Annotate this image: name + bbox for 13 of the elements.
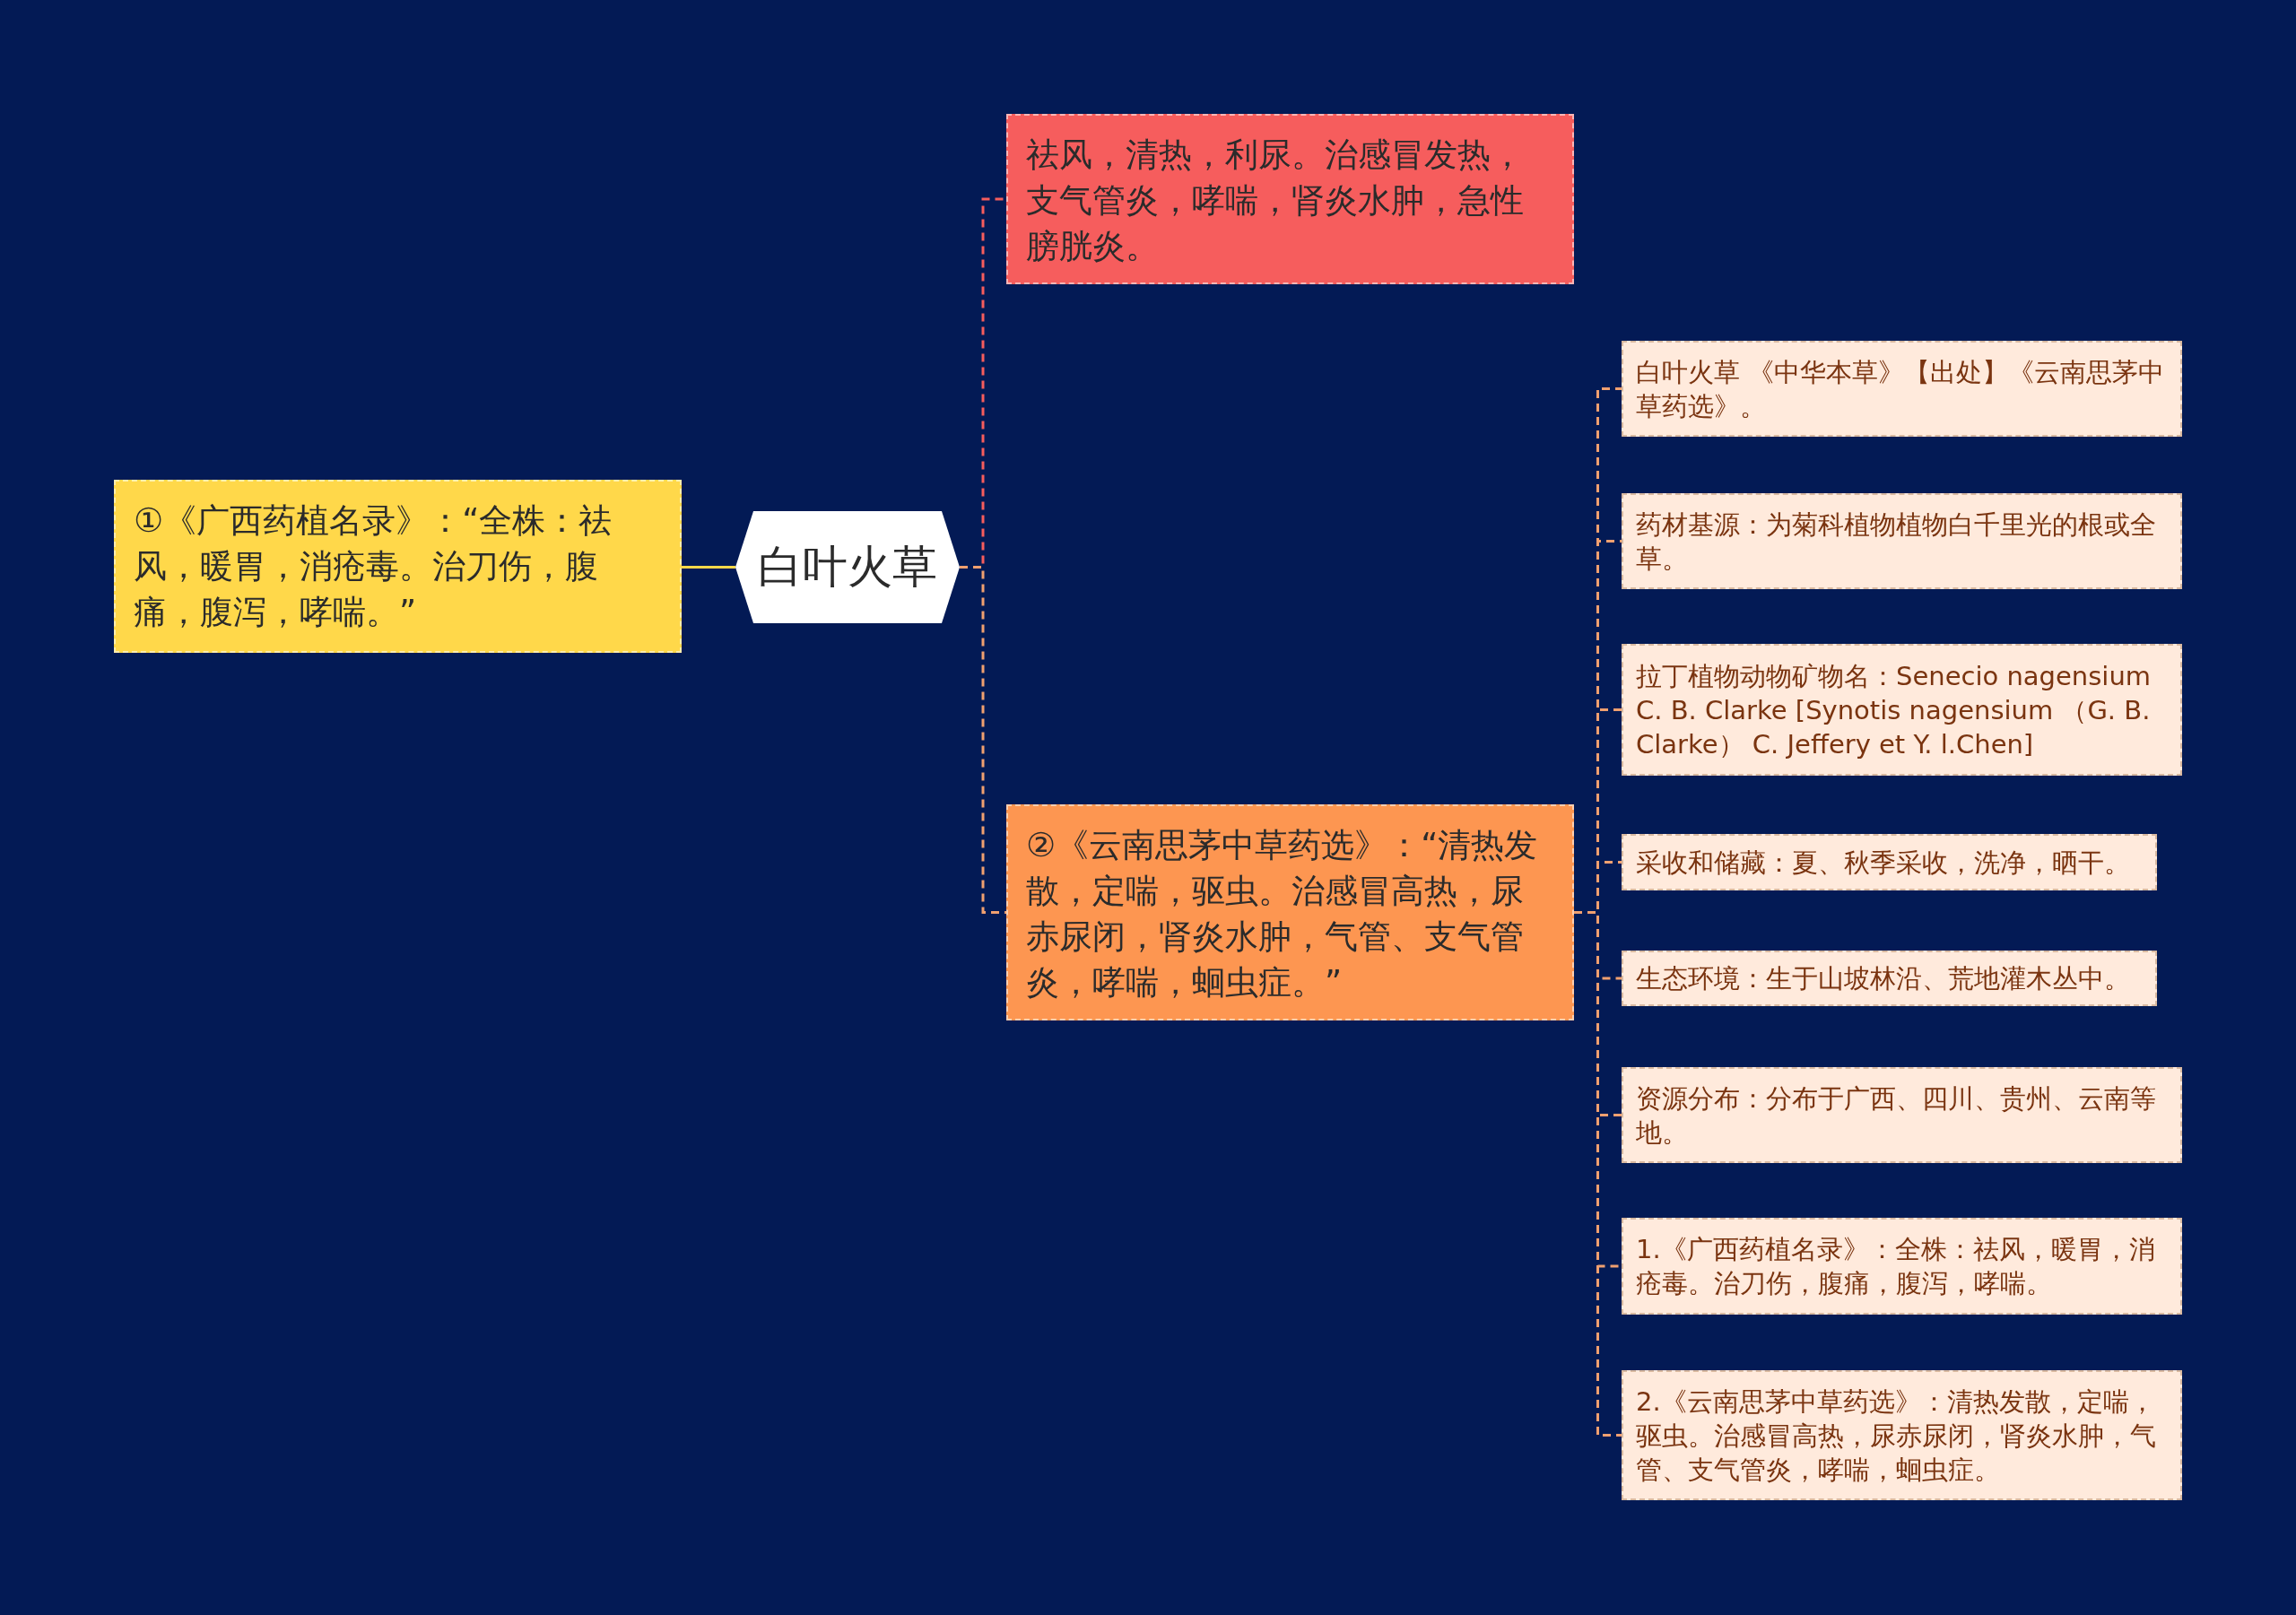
detail-box: 药材基源：为菊科植物植物白千里光的根或全草。	[1622, 493, 2182, 589]
detail-box: 1.《广西药植名录》：全株：祛风，暖胃，消疮毒。治刀伤，腹痛，腹泻，哮喘。	[1622, 1218, 2182, 1315]
topic-box: 祛风，清热，利尿。治感冒发热，支气管炎，哮喘，肾炎水肿，急性膀胱炎。	[1006, 114, 1574, 284]
detail-box: 白叶火草 《中华本草》【出处】《云南思茅中草药选》。	[1622, 341, 2182, 437]
detail-box: 生态环境：生于山坡林沿、荒地灌木丛中。	[1622, 951, 2157, 1006]
connector-line	[960, 566, 1006, 914]
detail-box: 资源分布：分布于广西、四川、贵州、云南等地。	[1622, 1067, 2182, 1163]
topic-box: ②《云南思茅中草药选》：“清热发散，定喘，驱虫。治感冒高热，尿赤尿闭，肾炎水肿，气管、支气管炎，哮喘，蛔虫症。”	[1006, 804, 1574, 1020]
detail-box: 2.《云南思茅中草药选》：清热发散，定喘，驱虫。治感冒高热，尿赤尿闭，肾炎水肿，气管、支气管炎，哮喘，蛔虫症。	[1622, 1370, 2182, 1500]
connector-line	[682, 566, 735, 569]
detail-box: 采收和储藏：夏、秋季采收，洗净，晒干。	[1622, 834, 2157, 890]
detail-box: 拉丁植物动物矿物名：Senecio nagensium C. B. Clarke [Synotis nagensium （G. B. Clarke） C. Jeffery et Y. l.Chen]	[1622, 644, 2182, 776]
topic-box: ①《广西药植名录》：“全株：祛风，暖胃，消疮毒。治刀伤，腹痛，腹泻，哮喘。”	[114, 480, 682, 653]
